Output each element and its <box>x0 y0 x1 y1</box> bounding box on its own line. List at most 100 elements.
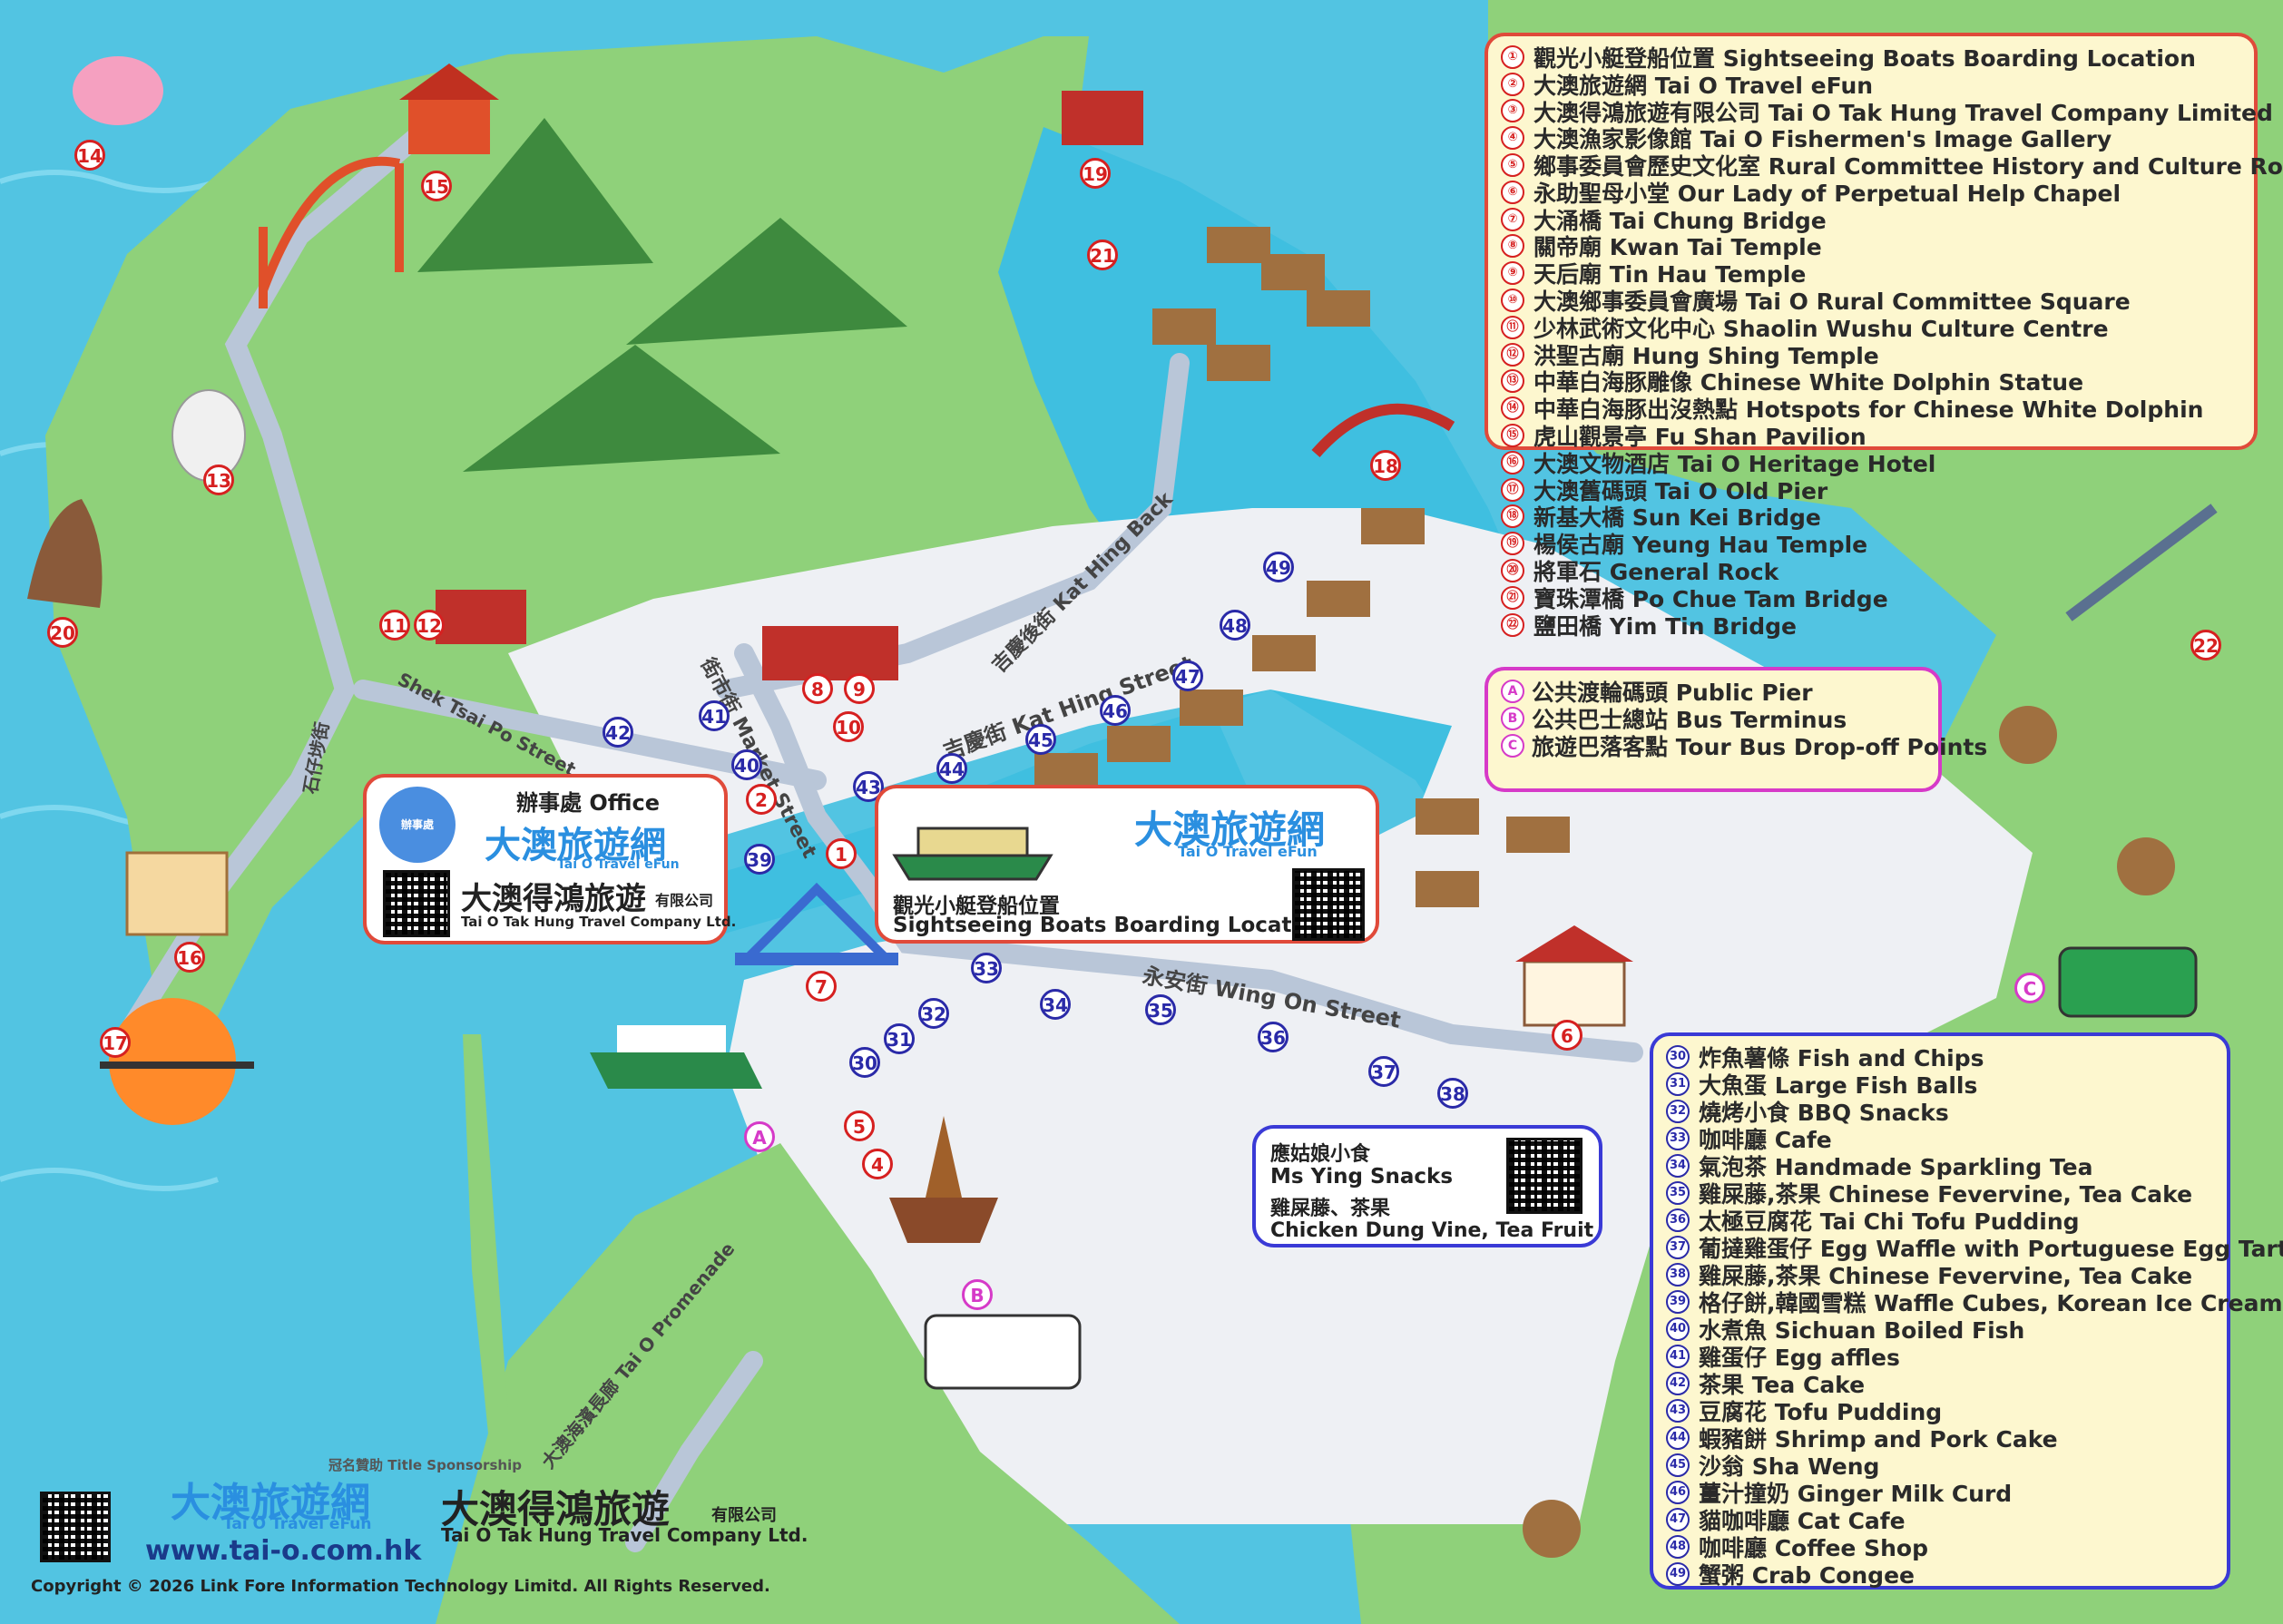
footer-url[interactable]: www.tai-o.com.hk <box>145 1535 422 1567</box>
marker-32[interactable]: 32 <box>918 998 949 1029</box>
ms-ying-callout[interactable]: 應姑娘小食 Ms Ying Snacks 雞屎藤、茶果 Chicken Dung… <box>1252 1125 1602 1247</box>
marker-21[interactable]: 21 <box>1087 240 1118 270</box>
marker-7[interactable]: 7 <box>806 971 837 1002</box>
marker-35[interactable]: 35 <box>1145 994 1176 1025</box>
legend-text: 雞屎藤,茶果 Chinese Fevervine, Tea Cake <box>1699 1263 2193 1289</box>
legend-text: 咖啡廳 Cafe <box>1699 1127 1832 1153</box>
footer-qr-code[interactable] <box>40 1492 111 1562</box>
marker-b[interactable]: B <box>962 1279 993 1310</box>
marker-15[interactable]: 15 <box>421 171 452 201</box>
legend-text: 鄉事委員會歷史文化室 Rural Committee History and C… <box>1533 153 2283 181</box>
marker-8[interactable]: 8 <box>802 673 833 704</box>
marker-10[interactable]: 10 <box>833 711 864 742</box>
marker-39[interactable]: 39 <box>744 844 775 875</box>
marker-5[interactable]: 5 <box>844 1110 875 1141</box>
general-rock <box>27 499 103 608</box>
marker-48[interactable]: 48 <box>1220 610 1250 641</box>
legend-text: 貓咖啡廳 Cat Cafe <box>1699 1508 1906 1534</box>
legend-number-badge: 48 <box>1666 1535 1690 1559</box>
marker-30[interactable]: 30 <box>849 1047 880 1078</box>
marker-33[interactable]: 33 <box>971 953 1002 983</box>
legend-number-badge: 32 <box>1666 1100 1690 1123</box>
marker-41[interactable]: 41 <box>699 700 730 731</box>
marker-17[interactable]: 17 <box>100 1027 131 1058</box>
marker-16[interactable]: 16 <box>174 942 205 973</box>
marker-19[interactable]: 19 <box>1080 158 1111 189</box>
marker-44[interactable]: 44 <box>936 753 967 784</box>
legend-text: 豆腐花 Tofu Pudding <box>1699 1399 1943 1425</box>
marker-13[interactable]: 13 <box>203 465 234 495</box>
marker-40[interactable]: 40 <box>731 749 762 780</box>
marker-47[interactable]: 47 <box>1172 660 1203 691</box>
marker-31[interactable]: 31 <box>884 1023 915 1054</box>
legend-text: 氣泡茶 Handmade Sparkling Tea <box>1699 1154 2093 1180</box>
legend-text: 旅遊巴落客點 Tour Bus Drop-off Points <box>1532 734 1988 760</box>
legend-text: 燒烤小食 BBQ Snacks <box>1699 1100 1949 1126</box>
marker-12[interactable]: 12 <box>414 610 445 641</box>
marker-38[interactable]: 38 <box>1437 1078 1468 1109</box>
sun-kei-bridge <box>1311 403 1455 457</box>
marker-43[interactable]: 43 <box>853 771 884 802</box>
legend-number-badge: 42 <box>1666 1372 1690 1395</box>
legend-number-badge: ⑥ <box>1501 180 1524 204</box>
marker-18[interactable]: 18 <box>1370 450 1401 481</box>
ferry <box>590 1025 762 1089</box>
marker-9[interactable]: 9 <box>844 673 875 704</box>
marker-34[interactable]: 34 <box>1040 989 1071 1020</box>
legend-number-badge: 35 <box>1666 1181 1690 1205</box>
legend-text: 公共渡輪碼頭 Public Pier <box>1532 680 1813 706</box>
tour-bus <box>2058 946 2198 1018</box>
marker-14[interactable]: 14 <box>74 140 105 171</box>
office-label: 辦事處 Office <box>516 790 661 816</box>
land-south <box>436 1143 1180 1624</box>
marker-46[interactable]: 46 <box>1100 695 1131 726</box>
legend-number-badge: ⑲ <box>1501 532 1524 556</box>
ying-qr-code[interactable] <box>1506 1138 1582 1214</box>
marker-49[interactable]: 49 <box>1263 552 1294 582</box>
marker-37[interactable]: 37 <box>1368 1056 1399 1087</box>
bus-terminus-bus <box>924 1314 1082 1390</box>
marker-42[interactable]: 42 <box>603 717 633 748</box>
marker-4[interactable]: 4 <box>862 1149 893 1179</box>
marker-a[interactable]: A <box>744 1121 775 1152</box>
yim-tin-bridge <box>2065 504 2218 621</box>
marker-1[interactable]: 1 <box>826 838 857 869</box>
office-qr-code[interactable] <box>383 870 450 937</box>
sunset-pier <box>100 998 254 1125</box>
fu-shan-pavilion <box>399 64 499 154</box>
marker-22[interactable]: 22 <box>2190 630 2221 660</box>
office-callout[interactable]: 辦事處 OFFICE 辦事處 Office 大澳旅遊網 Tai O Travel… <box>363 774 736 944</box>
marker-c[interactable]: C <box>2014 973 2045 1003</box>
marker-11[interactable]: 11 <box>379 610 410 641</box>
marker-20[interactable]: 20 <box>47 617 78 648</box>
marker-2[interactable]: 2 <box>746 784 777 815</box>
boats-brand-en: Tai O Travel eFun <box>1178 843 1318 860</box>
legend-number-badge: 43 <box>1666 1399 1690 1423</box>
boats-qr-code[interactable] <box>1292 868 1365 941</box>
legend-text: 炸魚薯條 Fish and Chips <box>1699 1045 1984 1071</box>
boats-callout[interactable]: 大澳旅遊網 Tai O Travel eFun 觀光小艇登船位置 Sightse… <box>875 785 1379 944</box>
marker-36[interactable]: 36 <box>1258 1022 1288 1052</box>
legend-number-badge: ② <box>1501 72 1524 96</box>
marker-6[interactable]: 6 <box>1552 1020 1582 1051</box>
legend-number-badge: ⑱ <box>1501 504 1524 529</box>
boats-brand-cn: 大澳旅遊網 <box>1134 807 1326 852</box>
marker-45[interactable]: 45 <box>1025 724 1056 755</box>
legend-text: 大澳漁家影像館 Tai O Fishermen's Image Gallery <box>1533 126 2112 153</box>
